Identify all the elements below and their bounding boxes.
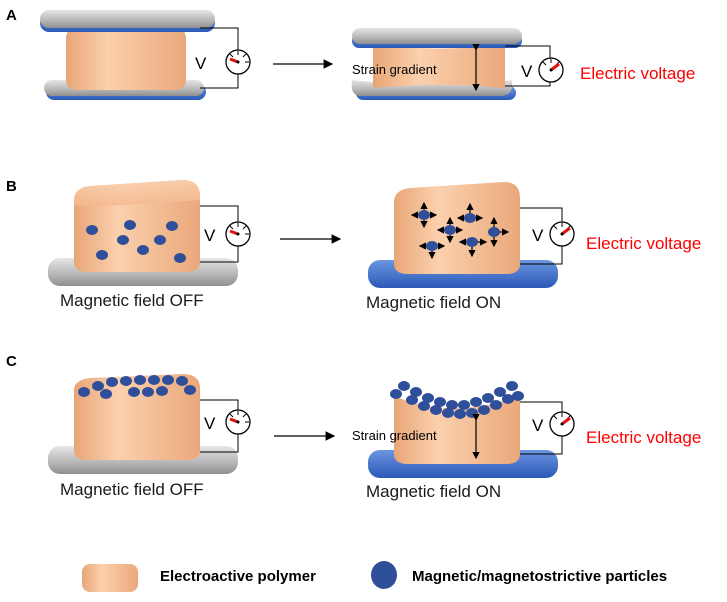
panel-c-label: C: [6, 353, 17, 370]
polymer-block: [66, 28, 186, 90]
panel-b-voltage-label: Electric voltage: [586, 234, 701, 253]
panel-c-caption-right: Magnetic field ON: [366, 482, 501, 501]
panel-a-label: A: [6, 7, 17, 24]
wire-bottom: [200, 72, 239, 89]
legend-polymer-label: Electroactive polymer: [160, 568, 316, 585]
panel-a-left-meter: [225, 49, 251, 75]
polymer-block: [373, 45, 505, 88]
panel-c-right-device: [368, 381, 563, 478]
panel-b-right-device: [368, 182, 563, 288]
meter-needle: [550, 62, 560, 72]
particles-top-layer: [78, 375, 196, 399]
panel-a-voltage-label: Electric voltage: [580, 64, 695, 83]
particles-aligned: [418, 210, 500, 251]
panel-c-voltage-label: Electric voltage: [586, 428, 701, 447]
panel-c-caption-left: Magnetic field OFF: [60, 480, 204, 499]
legend-polymer-swatch: [82, 564, 138, 592]
panel-b-caption-right: Magnetic field ON: [366, 293, 501, 312]
legend-particles-label: Magnetic/magnetostrictive particles: [412, 568, 667, 585]
top-plate: [352, 28, 522, 44]
panel-b-caption-left: Magnetic field OFF: [60, 291, 204, 310]
panel-c-right-meter: [549, 411, 575, 437]
panel-c-right-v: V: [532, 416, 544, 435]
panel-c-left-device: [48, 374, 239, 474]
panel-b-label: B: [6, 178, 17, 195]
panel-a-strain-label: Strain gradient: [352, 62, 437, 77]
particles-random: [86, 220, 186, 263]
panel-b-right-meter: [549, 221, 575, 247]
panel-b-left-v: V: [204, 226, 216, 245]
panel-b-right-v: V: [532, 226, 544, 245]
legend: Electroactive polymer Magnetic/magnetost…: [82, 561, 667, 592]
wire-top: [200, 27, 239, 50]
top-plate: [40, 10, 215, 28]
panel-a-right-device: [351, 28, 551, 100]
panel-a-left-device: [40, 10, 239, 100]
panel-a-left-v: V: [195, 54, 207, 73]
panel-a-right-meter: [538, 57, 564, 83]
panel-b-left-meter: [225, 221, 251, 247]
panel-b-left-device: [48, 180, 239, 286]
panel-c-left-meter: [225, 409, 251, 435]
panel-c-left-v: V: [204, 414, 216, 433]
polymer-block: [394, 182, 520, 274]
panel-c-strain-label: Strain gradient: [352, 428, 437, 443]
legend-particle-swatch: [371, 561, 397, 589]
panel-a-right-v: V: [521, 62, 533, 81]
